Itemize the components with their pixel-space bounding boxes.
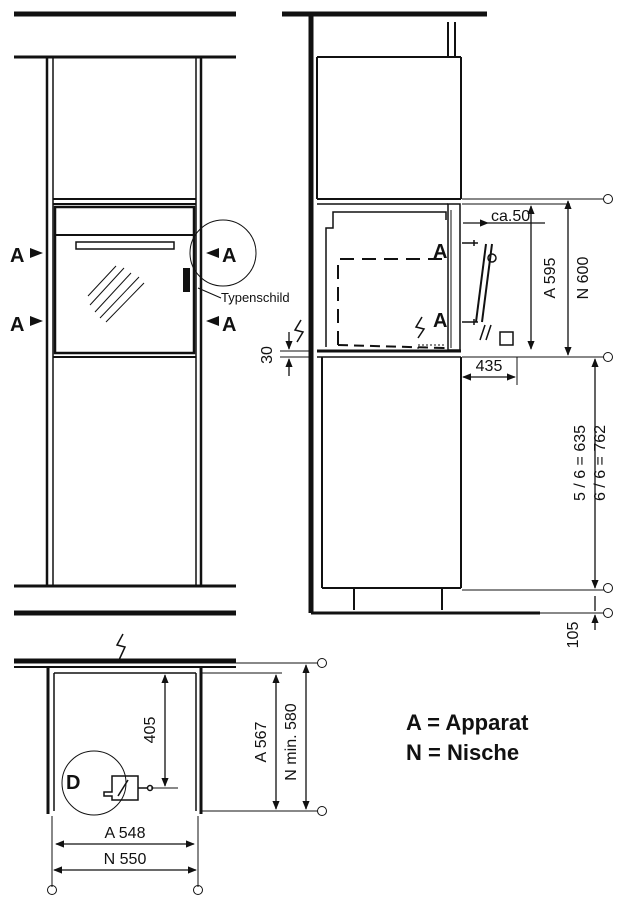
dim-appliance-width: A 548	[105, 825, 146, 842]
front-markers: A A A A Typenschild	[10, 245, 290, 336]
legend-line-apparat: A = Apparat	[406, 710, 529, 735]
side-view	[280, 11, 613, 630]
dim-below-formula-1: 5 / 6 = 635	[572, 425, 589, 501]
socket-letter: D	[66, 772, 80, 794]
dim-bottom-gap: 30	[259, 346, 276, 364]
legend: A = Apparat N = Nische	[406, 708, 528, 768]
type-plate-label: Typenschild	[221, 290, 290, 305]
side-labels: A A ca.50 A 595 N 600 435 30 5 / 6 = 635…	[259, 208, 609, 648]
arrow-left-top	[30, 248, 43, 258]
dim-plinth: 105	[565, 622, 582, 649]
dim-niche-width: N 550	[104, 851, 147, 868]
dim-appliance-depth: A 567	[253, 721, 270, 762]
dim-depth: 435	[476, 358, 503, 375]
dim-socket-distance: 405	[142, 717, 159, 744]
marker-a-right-bottom: A	[222, 314, 236, 336]
top-labels: D 405 A 567 N min. 580 A 548 N 550	[66, 703, 300, 868]
gap-label: ca.50	[491, 208, 530, 225]
marker-a-left-top: A	[10, 245, 24, 267]
top-view	[14, 633, 327, 895]
legend-line-nische: N = Nische	[406, 740, 520, 765]
marker-a-side-bottom: A	[433, 310, 447, 332]
marker-a-side-top: A	[433, 241, 447, 263]
dim-below-formula-2: 6 / 6 = 762	[592, 425, 609, 501]
marker-a-left-bottom: A	[10, 314, 24, 336]
front-view	[14, 11, 257, 616]
dim-niche-depth: N min. 580	[283, 703, 300, 780]
marker-a-right-top: A	[222, 245, 236, 267]
arrow-left-bottom	[30, 316, 43, 326]
arrow-right-bottom	[206, 316, 219, 326]
dim-appliance-height: A 595	[542, 257, 559, 298]
dim-niche-height: N 600	[575, 257, 592, 300]
arrow-right-top	[206, 248, 219, 258]
